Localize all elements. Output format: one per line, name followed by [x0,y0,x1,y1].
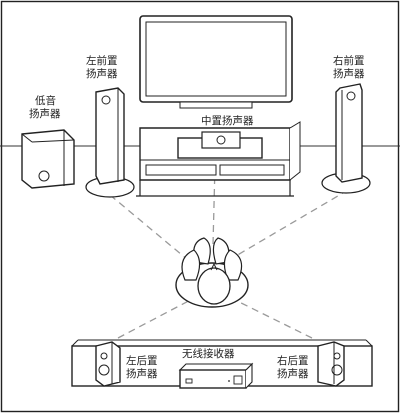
front-left-speaker [85,87,135,198]
listener [175,237,249,308]
rear-left-speaker [95,341,121,387]
rear-right-speaker [317,341,345,387]
tv [139,15,293,109]
sound-line-front-right [211,189,349,271]
sound-line-rear-left [117,294,201,339]
front-left-label-line2: 扬声器 [86,67,118,80]
wireless-receiver [178,362,254,389]
rear-left-label-line1: 左后置 [126,354,158,367]
front-left-label-line1: 左前置 [86,54,118,67]
front-right-label-line1: 右前置 [333,54,365,67]
center-speaker [177,131,263,159]
subwoofer-label-line1: 低音 [35,94,56,107]
sound-line-rear-right [224,294,313,339]
subwoofer-label-line2: 扬声器 [29,107,61,120]
subwoofer [21,129,75,189]
wireless-receiver-label: 无线接收器 [182,347,235,360]
rear-left-label-line2: 扬声器 [126,367,158,380]
rear-right-label-line1: 右后置 [277,354,309,367]
center-speaker-label: 中置扬声器 [201,114,254,127]
front-right-label-line2: 扬声器 [333,67,365,80]
rear-right-label-line2: 扬声器 [277,367,309,380]
front-right-speaker [321,83,371,194]
